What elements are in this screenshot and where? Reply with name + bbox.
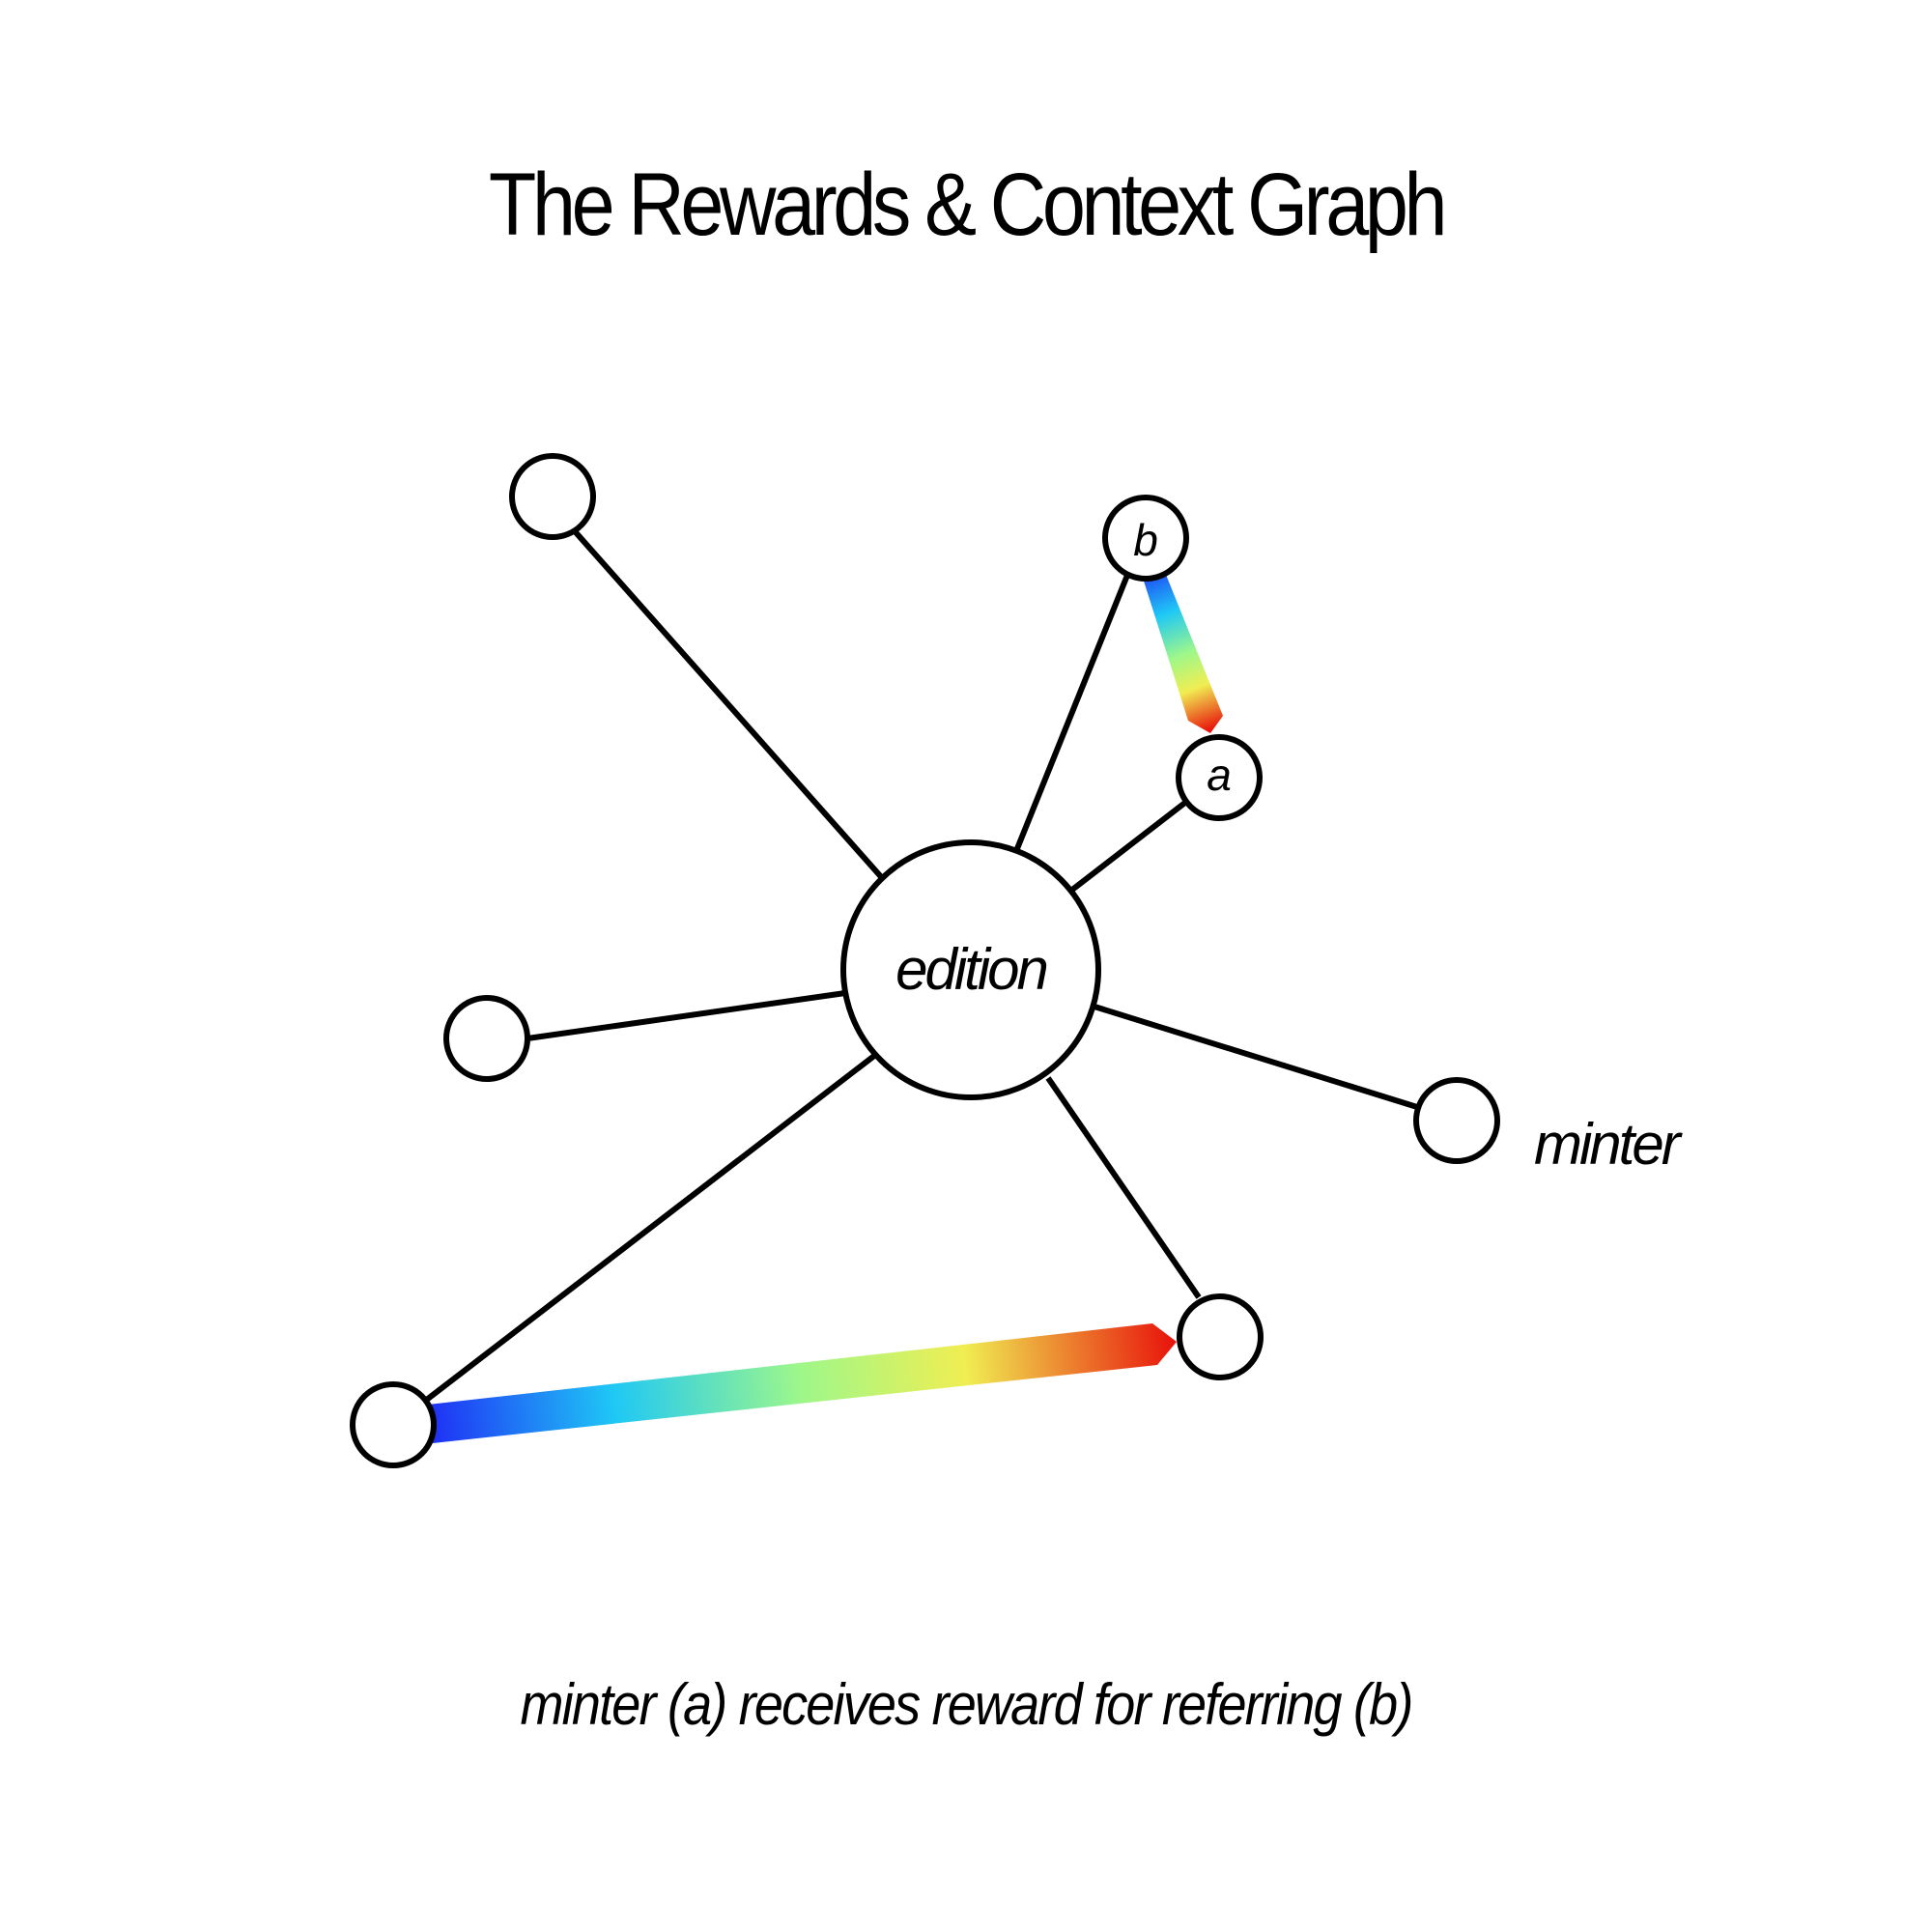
- edge-a: [1070, 799, 1188, 893]
- node-minter: [1413, 1077, 1500, 1164]
- edge-bottom-left: [422, 1053, 876, 1405]
- minter-label: minter: [1534, 1112, 1683, 1177]
- node-bottom-right: [1177, 1293, 1264, 1380]
- edge-bottom-right: [1045, 1076, 1202, 1299]
- node-top-left: [509, 453, 596, 540]
- edge-left: [526, 990, 846, 1041]
- node-edition: [840, 839, 1101, 1100]
- edge-minter: [1094, 1004, 1418, 1110]
- edge-b: [1013, 571, 1131, 853]
- edge-top-left: [572, 529, 887, 882]
- node-a-label: a: [1207, 750, 1232, 800]
- node-b: [1102, 495, 1189, 582]
- edges: [422, 529, 1418, 1405]
- node-b-label: b: [1133, 515, 1158, 565]
- page-title: The Rewards & Context Graph: [488, 156, 1448, 254]
- reward-arrow-short: [1141, 565, 1223, 733]
- edition-label: edition: [895, 937, 1046, 1002]
- reward-arrow-long: [428, 1323, 1177, 1443]
- node-a: [1176, 734, 1263, 821]
- node-left: [443, 995, 530, 1082]
- caption: minter (a) receives reward for referring…: [520, 1672, 1413, 1737]
- node-bottom-left: [350, 1381, 437, 1468]
